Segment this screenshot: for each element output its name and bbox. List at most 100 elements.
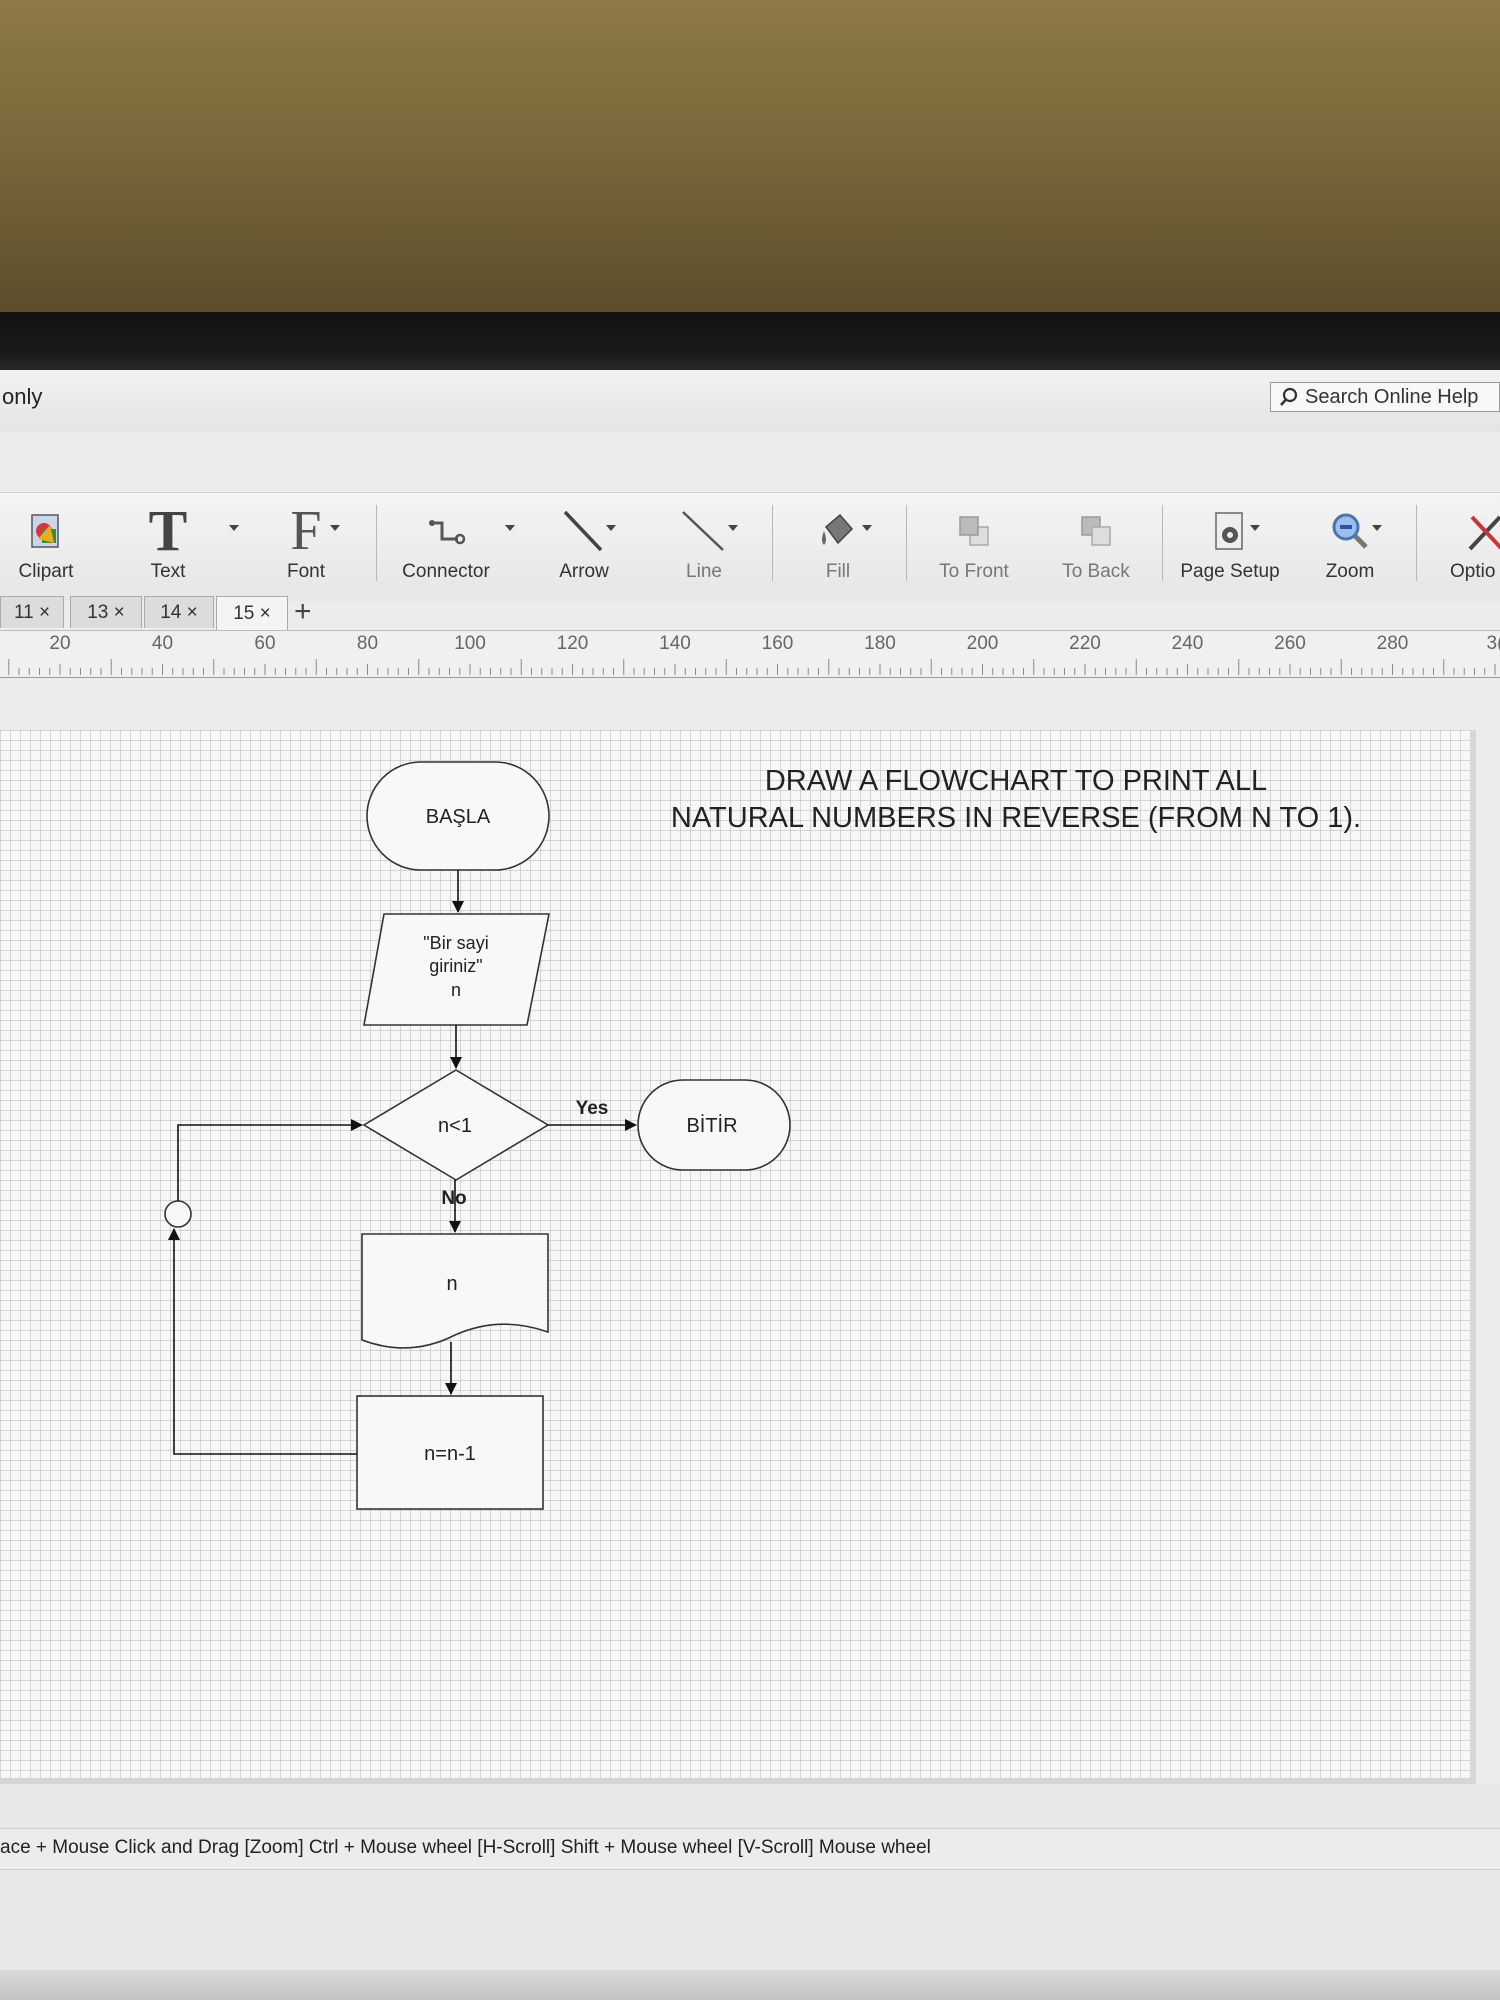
connector-label: Connector: [402, 561, 490, 582]
ruler-number: 180: [864, 633, 896, 654]
document-tabs: 11 × 13 × 14 × 15 × +: [0, 596, 1500, 630]
start-label: BAŞLA: [426, 806, 491, 828]
end-terminal[interactable]: BİTİR: [637, 1079, 791, 1171]
toolbar-separator: [376, 505, 377, 581]
to-front-button[interactable]: To Front: [932, 503, 1016, 583]
process-box[interactable]: n=n-1: [356, 1395, 544, 1510]
fill-label: Fill: [825, 561, 851, 582]
tab-label: 11 ×: [13, 601, 51, 623]
fill-bucket-icon: [808, 503, 868, 559]
arrow-icon: [554, 503, 614, 559]
zoom-button[interactable]: Zoom: [1316, 503, 1384, 583]
heading-line-1: DRAW A FLOWCHART TO PRINT ALL: [765, 765, 1267, 797]
ruler-number: 3(: [1486, 633, 1500, 654]
decision-label: n<1: [438, 1115, 472, 1137]
font-button[interactable]: F Font: [270, 503, 342, 583]
end-label: BİTİR: [686, 1114, 737, 1137]
connector-button[interactable]: Connector: [396, 503, 496, 583]
to-front-icon: [944, 503, 1004, 559]
decision-diamond[interactable]: n<1: [362, 1069, 550, 1181]
taskbar: [0, 1970, 1500, 2000]
input-parallelogram[interactable]: "Bir sayi giriniz" n: [363, 913, 550, 1026]
to-back-icon: [1066, 503, 1126, 559]
arrow-button[interactable]: Arrow: [548, 503, 620, 583]
zoom-dropdown-icon[interactable]: [1372, 525, 1382, 531]
drawing-canvas[interactable]: DRAW A FLOWCHART TO PRINT ALL NATURAL NU…: [0, 730, 1476, 1784]
options-button[interactable]: Optio: [1440, 503, 1500, 583]
text-label: Text: [150, 561, 186, 582]
ruler-number: 220: [1069, 633, 1101, 654]
text-icon: T: [148, 498, 188, 563]
status-area: [0, 1784, 1500, 2000]
page-setup-button[interactable]: Page Setup: [1176, 503, 1284, 583]
start-terminal[interactable]: BAŞLA: [366, 761, 550, 871]
clipart-button[interactable]: Clipart: [10, 503, 82, 583]
arrow-dropdown-icon[interactable]: [606, 525, 616, 531]
toolbar-separator: [1162, 505, 1163, 581]
tab-14[interactable]: 14 ×: [144, 596, 214, 628]
line-label: Line: [686, 561, 722, 582]
toolbar-separator: [1416, 505, 1417, 581]
font-icon: F: [290, 500, 322, 562]
yes-label: Yes: [576, 1098, 609, 1119]
tab-11[interactable]: 11 ×: [0, 596, 64, 628]
font-dropdown-icon[interactable]: [330, 525, 340, 531]
search-icon: [1280, 387, 1298, 406]
tab-label: 14 ×: [160, 601, 198, 623]
options-label: Optio: [1450, 561, 1496, 582]
zoom-icon: [1320, 503, 1380, 559]
line-button[interactable]: Line: [672, 503, 736, 583]
toolbar: Clipart T Text F Font Co: [0, 492, 1500, 601]
add-tab-button[interactable]: +: [294, 595, 312, 628]
loop-return-arrow: [177, 1119, 363, 1201]
clipart-label: Clipart: [18, 561, 74, 582]
arrow-label: Arrow: [559, 561, 609, 582]
ruler-number: 40: [151, 633, 174, 654]
toolbar-separator: [906, 505, 907, 581]
background-wall: [0, 0, 1500, 318]
input-text-line-2: giriniz": [429, 956, 482, 976]
search-online-help[interactable]: Search Online Help: [1270, 382, 1500, 412]
ruler-number: 240: [1171, 633, 1204, 654]
status-bar: ace + Mouse Click and Drag [Zoom] Ctrl +…: [0, 1828, 1500, 1870]
app-window: only Search Online Help Clipart: [0, 370, 1500, 2000]
connector-icon: [416, 503, 476, 559]
search-label: Search Online Help: [1305, 385, 1479, 408]
input-text-line-3: n: [451, 980, 461, 1000]
no-label: No: [441, 1188, 466, 1209]
page-setup-dropdown-icon[interactable]: [1250, 525, 1260, 531]
clipart-icon: [16, 503, 76, 559]
font-label: Font: [286, 561, 326, 582]
to-front-label: To Front: [939, 561, 1009, 582]
text-dropdown-icon[interactable]: [229, 525, 239, 531]
title-bar: only Search Online Help: [0, 370, 1500, 432]
input-text-line-1: "Bir sayi: [423, 933, 488, 953]
page-setup-icon: [1200, 503, 1260, 559]
toolbar-separator: [772, 505, 773, 581]
ruler-number: 200: [966, 633, 999, 654]
tab-13[interactable]: 13 ×: [70, 596, 142, 628]
monitor-bezel: [0, 312, 1500, 372]
options-tools-icon: [1456, 503, 1500, 559]
ruler-ticks: [8, 659, 1496, 675]
loop-connector[interactable]: [164, 1200, 192, 1228]
to-back-button[interactable]: To Back: [1054, 503, 1138, 583]
page-setup-label: Page Setup: [1180, 561, 1280, 582]
zoom-label: Zoom: [1325, 561, 1375, 582]
status-hint: ace + Mouse Click and Drag [Zoom] Ctrl +…: [0, 1837, 931, 1858]
loop-back-line: [168, 1228, 357, 1455]
tab-label: 15 ×: [233, 602, 271, 624]
fill-dropdown-icon[interactable]: [862, 525, 872, 531]
text-button[interactable]: T Text: [136, 498, 200, 583]
to-back-label: To Back: [1062, 561, 1130, 582]
output-document[interactable]: n: [361, 1233, 549, 1349]
fill-button[interactable]: Fill: [806, 503, 870, 583]
process-label: n=n-1: [424, 1443, 476, 1465]
ruler-number: 140: [659, 633, 691, 654]
tab-15[interactable]: 15 ×: [216, 596, 288, 630]
line-dropdown-icon[interactable]: [728, 525, 738, 531]
ruler-number: 260: [1274, 633, 1306, 654]
connector-dropdown-icon[interactable]: [505, 525, 515, 531]
ruler-number: 20: [49, 633, 71, 654]
